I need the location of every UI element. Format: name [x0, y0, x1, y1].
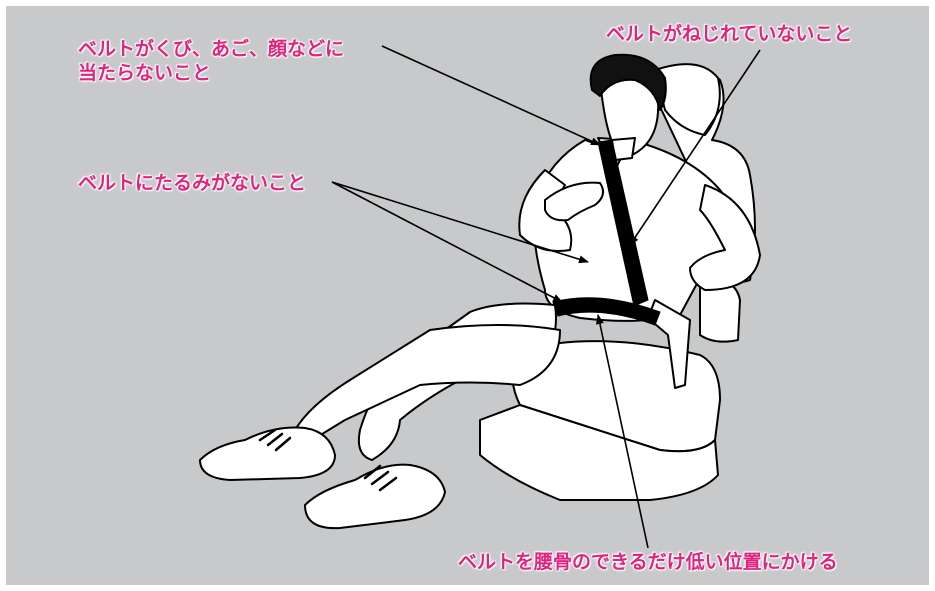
callout-face-line1: ベルトがくび、あご、顔などに: [78, 38, 345, 60]
diagram-panel: [6, 6, 929, 585]
callout-hip: ベルトを腰骨のできるだけ低い位置にかける: [458, 551, 838, 573]
callout-twist: ベルトがねじれていないこと: [606, 23, 853, 45]
leader-face: [381, 45, 601, 146]
seatbelt-lap-strap: [552, 297, 661, 326]
callout-face: ベルトがくび、あご、顔などに 当たらないこと: [78, 37, 344, 85]
shoe-front: [304, 463, 446, 530]
seat-cushion: [511, 340, 721, 453]
hair: [589, 53, 667, 111]
leader-slack-2: [331, 181, 563, 303]
arm-right: [689, 184, 761, 291]
shoe-back: [199, 426, 336, 481]
hand: [544, 181, 605, 222]
callout-slack: ベルトにたるみがないこと: [78, 172, 307, 194]
seat-headrest: [654, 63, 721, 136]
leader-hip: [595, 314, 649, 549]
leader-twist: [629, 49, 761, 246]
callout-face-line2: 当たらないこと: [78, 62, 212, 84]
seat-base: [479, 404, 719, 501]
seatbelt-shoulder-strap: [597, 139, 649, 307]
leader-slack-1: [331, 181, 589, 264]
